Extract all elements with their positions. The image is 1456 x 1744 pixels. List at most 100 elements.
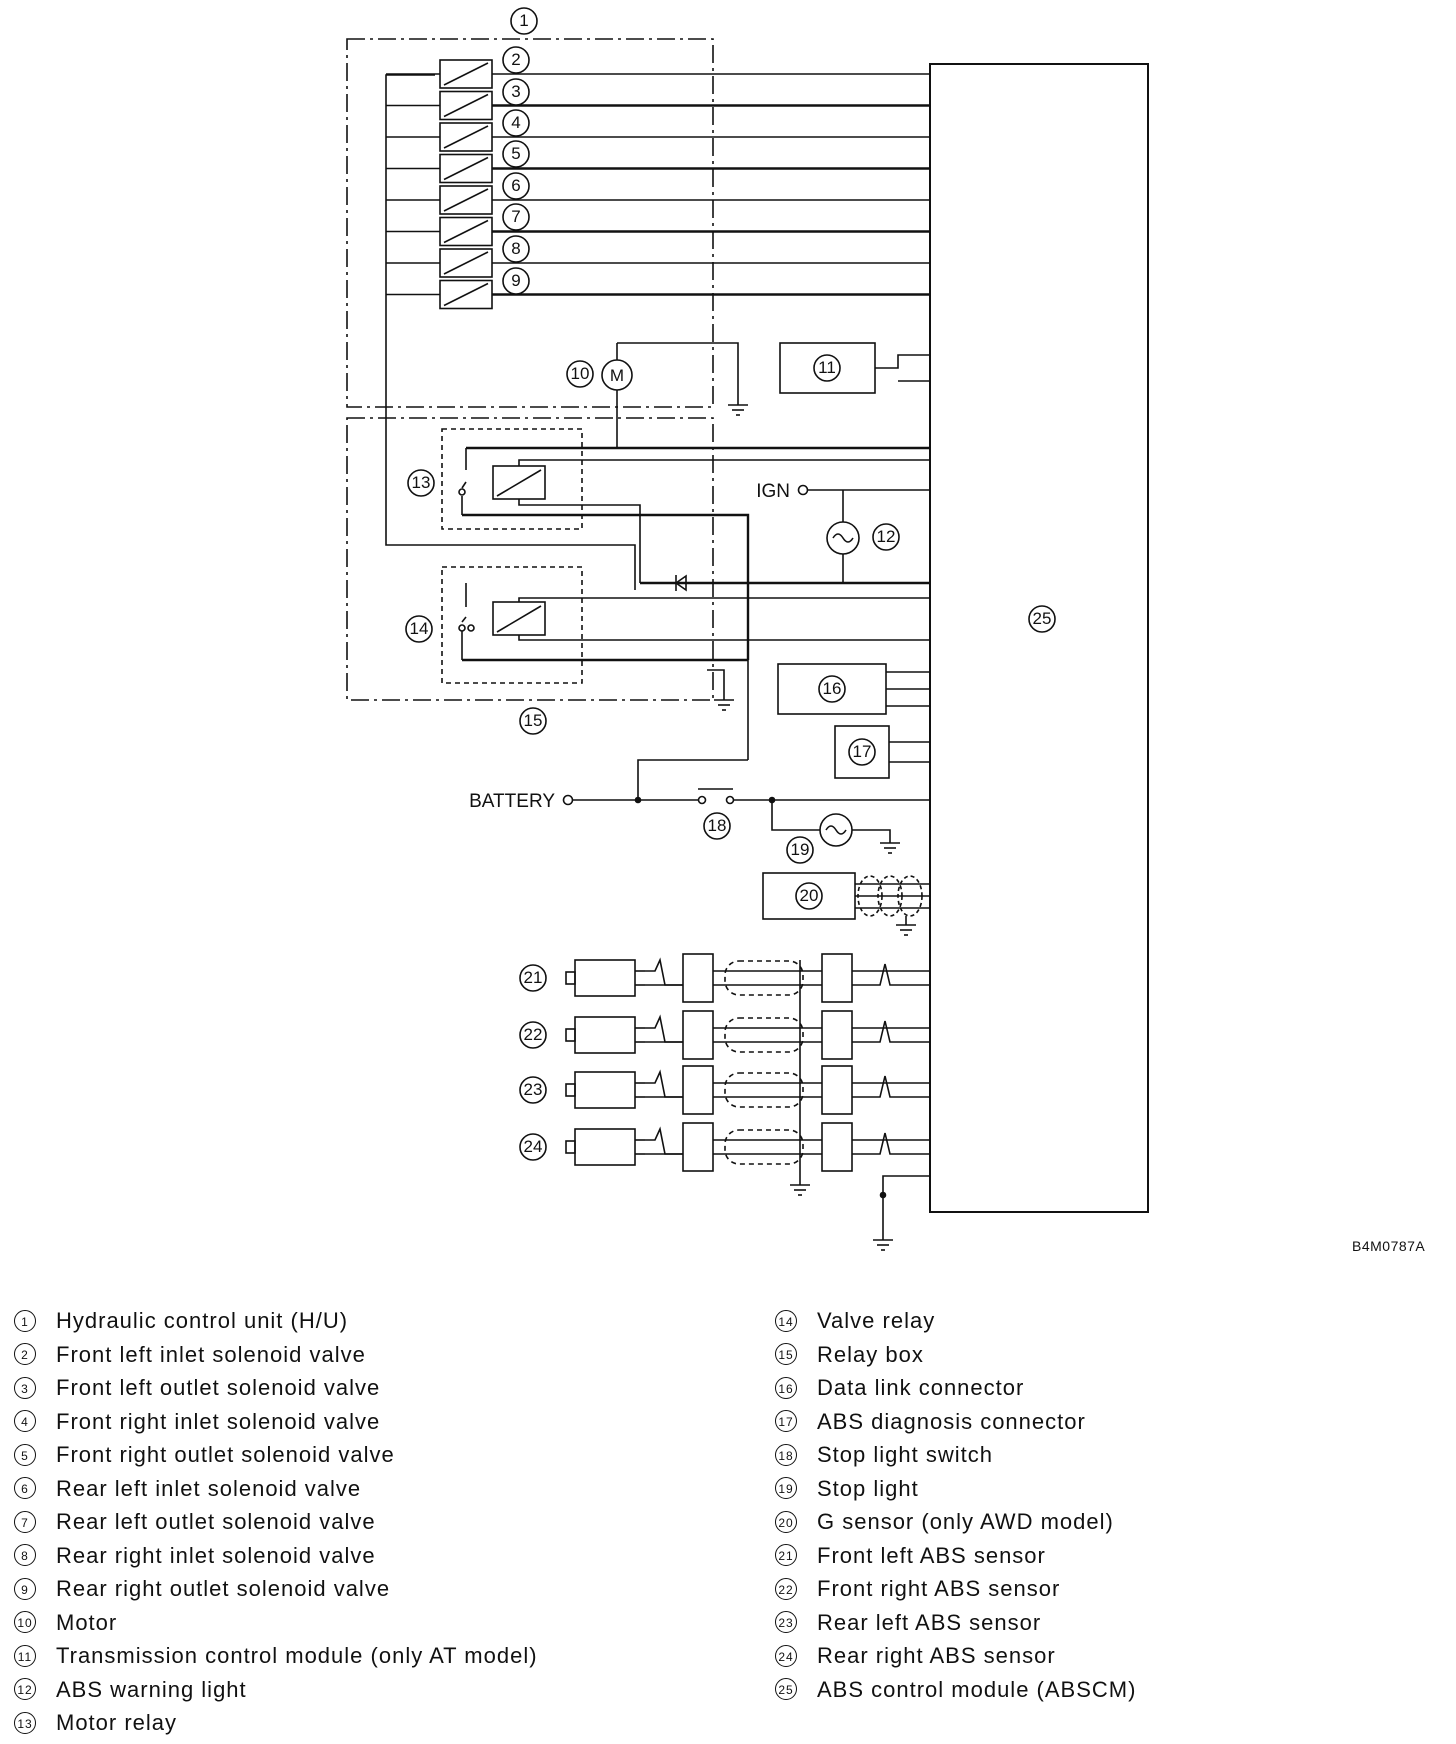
- svg-text:8: 8: [511, 239, 520, 258]
- solenoid-valve-5: [386, 153, 930, 184]
- svg-text:11: 11: [818, 358, 836, 377]
- svg-text:14: 14: [410, 619, 429, 638]
- legend-text: Relay box: [817, 1341, 924, 1367]
- legend-item-6: 6 Rear left inlet solenoid valve: [14, 1472, 538, 1506]
- svg-text:18: 18: [708, 816, 727, 835]
- marker-10: 10: [566, 360, 594, 388]
- legend-text: Rear left outlet solenoid valve: [56, 1509, 376, 1534]
- legend-number: 11: [14, 1644, 36, 1667]
- legend-text: ABS control module (ABSCM): [817, 1676, 1137, 1702]
- legend-number: 19: [775, 1477, 797, 1500]
- legend-number: 23: [775, 1611, 797, 1634]
- legend-text: Rear left ABS sensor: [817, 1609, 1042, 1635]
- marker-19: 19: [786, 836, 814, 864]
- legend-text: Transmission control module (only AT mod…: [56, 1643, 538, 1668]
- legend-number: 14: [775, 1309, 797, 1332]
- legend-text: Stop light: [817, 1475, 919, 1501]
- svg-text:9: 9: [511, 271, 520, 290]
- relay-box-boundary: [346, 417, 714, 701]
- marker-8: 8: [502, 235, 530, 263]
- legend-text: Stop light switch: [817, 1442, 993, 1467]
- marker-24: 24: [519, 1133, 547, 1161]
- svg-text:5: 5: [511, 144, 520, 163]
- solenoid-valve-8: [386, 248, 930, 278]
- svg-text:6: 6: [511, 176, 520, 195]
- legend-text: Front right outlet solenoid valve: [56, 1442, 395, 1467]
- marker-23: 23: [519, 1076, 547, 1104]
- legend-text: ABS diagnosis connector: [817, 1408, 1086, 1434]
- legend-item-5: 5 Front right outlet solenoid valve: [14, 1438, 538, 1472]
- valve-relay-box: [441, 566, 583, 684]
- solenoid-valve-3: [386, 90, 930, 121]
- figure-code: B4M0787A: [1352, 1238, 1426, 1254]
- solenoid-valve-7: [386, 216, 930, 247]
- legend-item-19: 19 Stop light: [775, 1472, 1136, 1506]
- wheel-sensor-24: [565, 1122, 930, 1172]
- legend-number: 18: [775, 1443, 797, 1466]
- svg-text:12: 12: [877, 527, 896, 546]
- legend-number: 22: [775, 1577, 797, 1600]
- svg-text:15: 15: [524, 711, 543, 730]
- marker-15: 15: [519, 707, 547, 735]
- solenoid-valve-2: [386, 59, 930, 89]
- marker-21: 21: [519, 964, 547, 992]
- legend-number: 8: [14, 1544, 36, 1567]
- svg-text:13: 13: [412, 473, 431, 492]
- legend-item-18: 18 Stop light switch: [775, 1438, 1136, 1472]
- stop-light-switch-contact-b: [725, 795, 735, 805]
- marker-17: 17: [848, 738, 876, 766]
- legend-text: Rear right ABS sensor: [817, 1643, 1056, 1668]
- hydraulic-unit-boundary: [346, 38, 714, 408]
- legend-number: 16: [775, 1376, 797, 1399]
- solenoid-valve-9: [386, 279, 930, 310]
- solenoid-valve-6: [386, 185, 930, 215]
- marker-12: 12: [872, 523, 900, 551]
- abs-wiring-diagram: M: [346, 7, 1149, 1251]
- legend-text: Rear right outlet solenoid valve: [56, 1576, 391, 1601]
- svg-text:21: 21: [524, 968, 543, 987]
- legend-text: G sensor (only AWD model): [817, 1509, 1114, 1534]
- battery-label: BATTERY: [469, 791, 555, 812]
- marker-11: 11: [813, 354, 841, 382]
- svg-text:3: 3: [511, 82, 520, 101]
- legend-text: Rear left inlet solenoid valve: [56, 1475, 362, 1501]
- svg-text:23: 23: [524, 1080, 543, 1099]
- legend-text: Hydraulic control unit (H/U): [56, 1308, 349, 1333]
- legend-number: 5: [14, 1443, 36, 1466]
- legend-item-15: 15 Relay box: [775, 1338, 1136, 1372]
- legend-number: 13: [14, 1711, 36, 1734]
- legend-number: 21: [775, 1544, 797, 1567]
- legend-number: 4: [14, 1410, 36, 1433]
- legend-text: Motor relay: [56, 1710, 178, 1735]
- legend-item-24: 24 Rear right ABS sensor: [775, 1639, 1136, 1673]
- legend-text: ABS warning light: [56, 1676, 247, 1702]
- legend-text: Front left ABS sensor: [817, 1542, 1046, 1568]
- wheel-sensor-22: [565, 1010, 930, 1060]
- legend-number: 15: [775, 1343, 797, 1366]
- svg-text:22: 22: [524, 1025, 543, 1044]
- legend-item-8: 8 Rear right inlet solenoid valve: [14, 1539, 538, 1573]
- svg-text:19: 19: [791, 840, 810, 859]
- legend-number: 17: [775, 1410, 797, 1433]
- svg-text:7: 7: [511, 207, 520, 226]
- legend-number: 24: [775, 1644, 797, 1667]
- marker-4: 4: [502, 109, 530, 137]
- stop-light-switch-contact-a: [697, 795, 707, 805]
- marker-22: 22: [519, 1021, 547, 1049]
- svg-text:4: 4: [511, 113, 520, 132]
- legend-number: 7: [14, 1510, 36, 1533]
- legend-text: Rear right inlet solenoid valve: [56, 1542, 376, 1568]
- marker-3: 3: [502, 78, 530, 106]
- marker-13: 13: [407, 469, 435, 497]
- motor-m-text: M: [610, 366, 624, 385]
- legend-number: 6: [14, 1477, 36, 1500]
